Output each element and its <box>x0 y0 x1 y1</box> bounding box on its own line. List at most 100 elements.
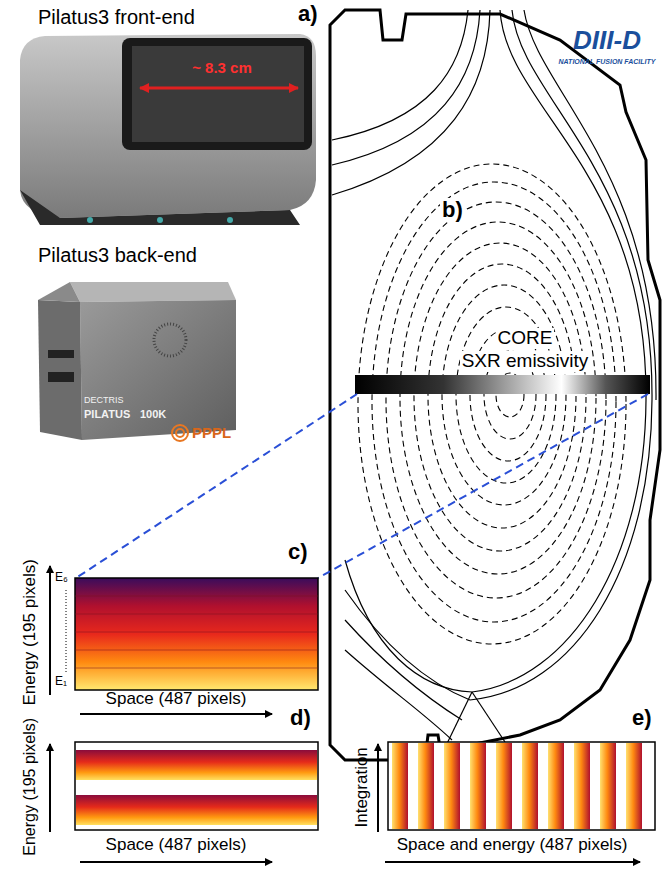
device-model: PILATUS <box>84 408 130 420</box>
panel-e <box>388 742 655 830</box>
back-end-photo <box>48 372 74 382</box>
back-end-photo <box>48 350 74 358</box>
panel-e <box>392 743 408 829</box>
logo-text: PPPL <box>192 425 231 442</box>
region-label: CORE <box>496 328 555 349</box>
vessel-outline <box>330 10 660 760</box>
panel-c <box>49 566 51 695</box>
back-end-photo <box>80 300 236 440</box>
panel-e <box>418 743 434 829</box>
emissivity-band <box>355 375 650 394</box>
front-end-photo <box>132 46 304 142</box>
panel-e <box>377 744 379 832</box>
axis-label: Space (487 pixels) <box>106 690 247 709</box>
zoom-lines <box>76 394 357 578</box>
panel-title: Pilatus3 front-end <box>38 6 195 28</box>
device-model: 100K <box>140 408 166 420</box>
front-end-photo <box>87 217 93 223</box>
axis-label: Space (487 pixels) <box>106 836 247 855</box>
pppl-logo <box>176 429 184 437</box>
axis-label: Integration <box>353 747 372 827</box>
flux-surfaces <box>428 264 576 528</box>
front-end-photo <box>20 34 316 225</box>
flux-surfaces <box>386 202 606 598</box>
panel-e <box>522 743 538 829</box>
panel-d <box>80 861 272 863</box>
separatrix-lines <box>345 650 452 740</box>
panel-d <box>75 742 318 830</box>
separatrix-lines <box>332 10 468 140</box>
flux-surfaces <box>414 243 586 551</box>
dimension-label: ~ 8.3 cm <box>192 60 252 77</box>
logo-subtext: NATIONAL FUSION FACILITY <box>559 58 656 66</box>
panel-c <box>75 632 318 633</box>
separatrix-lines <box>472 692 505 742</box>
front-end-photo <box>20 34 316 218</box>
back-end-photo <box>70 282 236 302</box>
logo-text: DIII-D <box>573 26 641 55</box>
energy-tick: E₁ <box>55 675 67 688</box>
panel-d <box>76 795 317 825</box>
flux-surfaces <box>456 307 556 483</box>
device-brand: DECTRIS <box>84 396 124 406</box>
separatrix-lines <box>345 620 462 720</box>
axis-label: Energy (195 pixels) <box>21 718 39 856</box>
panel-letter: a) <box>298 2 318 26</box>
flux-surfaces <box>358 164 626 644</box>
panel-d <box>49 744 51 832</box>
panel-c <box>75 596 318 668</box>
panel-e <box>385 861 640 863</box>
axis-label: Space and energy (487 pixels) <box>397 836 628 855</box>
panel-e <box>548 743 564 829</box>
separatrix-lines <box>345 590 470 700</box>
panel-c <box>75 614 318 615</box>
separatrix-lines <box>332 10 490 195</box>
back-end-photo <box>38 282 236 440</box>
zoom-lines <box>318 394 648 578</box>
panel-c <box>75 596 318 597</box>
panel-title: Pilatus3 back-end <box>38 244 197 266</box>
panel-c <box>75 668 318 669</box>
panel-letter: e) <box>632 706 652 730</box>
panel-e <box>574 743 590 829</box>
pppl-logo <box>172 425 188 441</box>
panel-letter: b) <box>440 198 465 222</box>
panel-c <box>75 650 318 651</box>
panel-e <box>444 743 460 829</box>
separatrix-lines <box>345 10 646 692</box>
back-end-photo <box>38 300 82 440</box>
panel-e <box>470 743 486 829</box>
front-end-photo <box>157 217 163 223</box>
panel-e <box>626 743 642 829</box>
region-label: SXR emissivity <box>460 351 591 372</box>
flux-surfaces <box>442 285 566 505</box>
panel-e <box>378 742 655 862</box>
back-end-photo <box>154 324 186 356</box>
back-end-photo <box>38 282 80 302</box>
separatrix-lines <box>332 10 656 758</box>
panel-e <box>392 743 642 829</box>
pppl-logo <box>172 425 188 441</box>
panel-c <box>50 566 318 714</box>
panel-c <box>66 590 67 673</box>
flux-surfaces <box>400 222 596 574</box>
flux-surfaces <box>372 182 616 622</box>
panel-d <box>76 750 317 780</box>
axis-label: Energy (195 pixels) <box>21 559 40 705</box>
front-end-photo <box>227 217 233 223</box>
energy-tick: E₆ <box>55 571 68 584</box>
vessel-outline <box>330 10 660 760</box>
panel-letter: d) <box>290 706 311 730</box>
panel-letter: c) <box>288 540 308 564</box>
flux-surfaces <box>358 164 626 644</box>
panel-c <box>75 578 318 690</box>
panel-d <box>50 742 318 862</box>
zoom-lines <box>76 394 648 578</box>
front-end-photo <box>140 87 298 90</box>
separatrix-lines <box>332 10 480 165</box>
panel-c <box>80 713 272 715</box>
front-end-photo <box>20 190 300 225</box>
front-end-photo <box>122 38 312 150</box>
panel-e <box>600 743 616 829</box>
